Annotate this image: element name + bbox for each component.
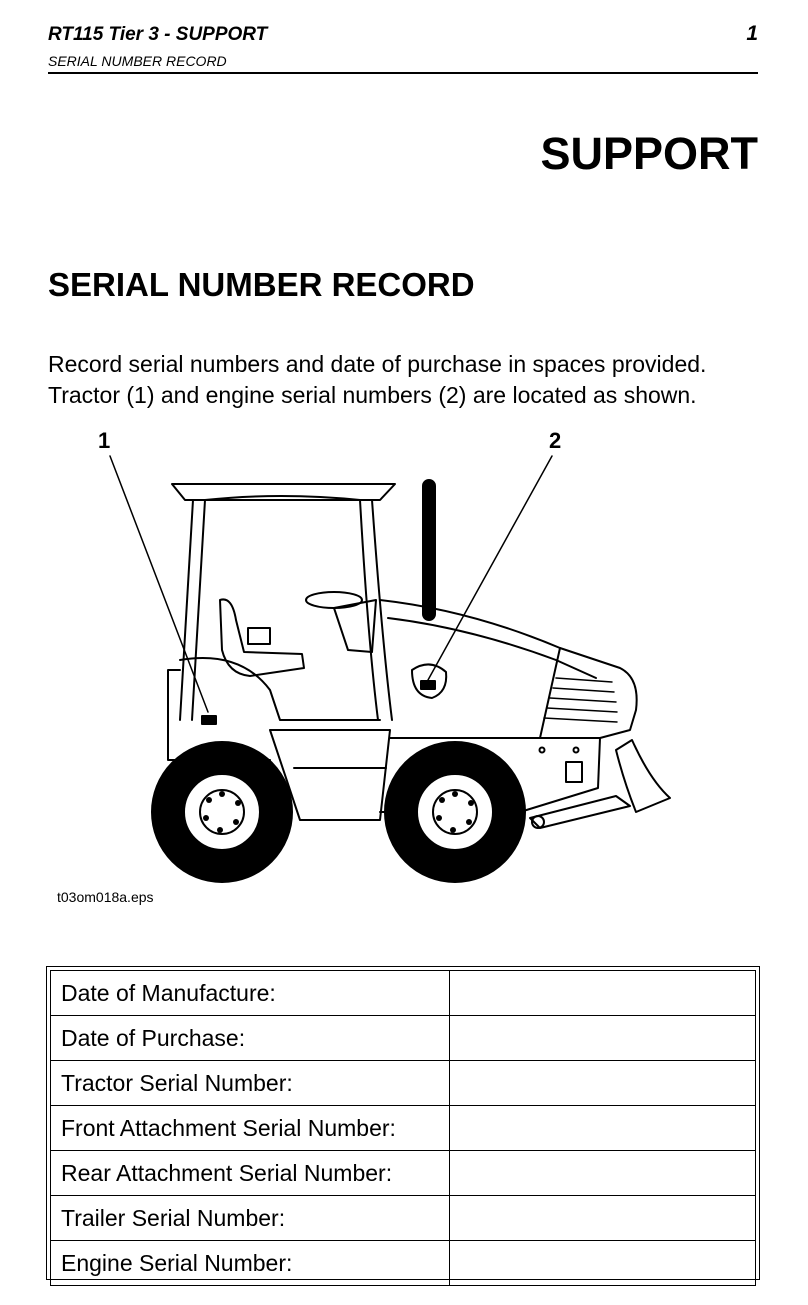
tow-hook	[565, 761, 583, 783]
record-label: Engine Serial Number:	[50, 1240, 450, 1286]
record-value-field[interactable]	[449, 1060, 756, 1106]
record-value-field[interactable]	[449, 1015, 756, 1061]
blade-arm	[529, 795, 631, 829]
record-row: Tractor Serial Number:	[50, 1060, 756, 1106]
rear-fender	[179, 657, 381, 721]
figure-caption: t03om018a.eps	[57, 889, 154, 905]
record-row: Rear Attachment Serial Number:	[50, 1150, 756, 1196]
callout-2: 2	[549, 428, 561, 453]
frame-bolt-2	[572, 746, 580, 754]
record-value-field[interactable]	[449, 1240, 756, 1286]
intro-line-1: Record serial numbers and date of purcha…	[48, 351, 707, 377]
hood	[379, 599, 638, 739]
record-row: Date of Purchase:	[50, 1015, 756, 1061]
record-row: Trailer Serial Number:	[50, 1195, 756, 1241]
canopy-roof	[171, 483, 396, 501]
page-number: 1	[746, 22, 758, 45]
record-label: Date of Manufacture:	[50, 970, 450, 1016]
serial-record-table: Date of Manufacture:Date of Purchase:Tra…	[46, 966, 760, 1286]
leader-line-1	[109, 455, 209, 713]
tractor-illustration: 1 2	[98, 428, 671, 883]
record-value-field[interactable]	[449, 970, 756, 1016]
section-title: SERIAL NUMBER RECORD	[48, 266, 475, 303]
header-rule	[48, 72, 758, 74]
seat	[219, 598, 305, 677]
frame-bolt-1	[538, 746, 546, 754]
header-title: RT115 Tier 3 - SUPPORT	[48, 24, 268, 45]
engine-plate-recess	[411, 663, 448, 699]
rear-lugs	[203, 791, 241, 833]
rops-front-post	[359, 499, 393, 721]
blade-pivot	[531, 815, 545, 829]
record-label: Trailer Serial Number:	[50, 1195, 450, 1241]
grille	[543, 677, 618, 723]
tractor-figure: 1 2	[0, 420, 808, 890]
steering-column	[333, 599, 377, 653]
record-row: Date of Manufacture:	[50, 970, 756, 1016]
steering-wheel	[305, 591, 363, 609]
front-blade	[615, 739, 671, 813]
record-label: Tractor Serial Number:	[50, 1060, 450, 1106]
hood-line	[387, 617, 597, 679]
rops-rear-post	[179, 499, 206, 721]
tractor-serial-plate	[201, 715, 217, 725]
record-label: Date of Purchase:	[50, 1015, 450, 1061]
record-row: Front Attachment Serial Number:	[50, 1105, 756, 1151]
intro-line-2: Tractor (1) and engine serial numbers (2…	[48, 382, 697, 408]
engine-serial-plate	[420, 680, 436, 690]
record-label: Rear Attachment Serial Number:	[50, 1150, 450, 1196]
rops-top-bar	[204, 495, 361, 501]
exhaust-stack	[422, 479, 436, 621]
record-label: Front Attachment Serial Number:	[50, 1105, 450, 1151]
chapter-title: SUPPORT	[540, 128, 758, 179]
hood-panel-edge	[539, 647, 561, 739]
record-value-field[interactable]	[449, 1195, 756, 1241]
callout-1: 1	[98, 428, 110, 453]
record-value-field[interactable]	[449, 1150, 756, 1196]
header-subtitle: SERIAL NUMBER RECORD	[48, 53, 227, 69]
front-lugs	[436, 791, 474, 833]
seat-control	[247, 627, 271, 645]
leader-line-2	[427, 455, 553, 681]
record-value-field[interactable]	[449, 1105, 756, 1151]
chassis-center	[269, 729, 391, 821]
record-row: Engine Serial Number:	[50, 1240, 756, 1286]
intro-text: Record serial numbers and date of purcha…	[48, 349, 788, 411]
